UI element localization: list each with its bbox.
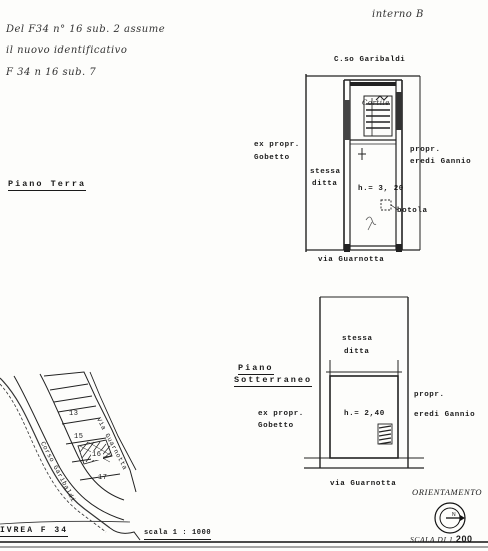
ground-left-owner-2: Gobetto [254,154,290,162]
handwritten-note-line-1: Del F34 n° 16 sub. 2 assume [6,24,166,35]
handwritten-note-line-2: il nuovo identificativo [6,45,128,56]
parcel-15-label: 15 [74,433,84,441]
ground-left-owner-1: ex propr. [254,141,300,149]
basement-street-bottom: via Guarnotta [330,480,397,488]
ground-same-owner-1: stessa [310,168,341,176]
corridor-note: Cortile [362,99,390,107]
ground-right-owner-1: propr. [410,146,441,154]
basement-same-owner-2: ditta [344,348,370,356]
basement-same-owner-1: stessa [342,335,373,343]
handwritten-note-line-3: F 34 n 16 sub. 7 [6,67,97,78]
scale-prefix: SCALA DI 1. [410,535,456,544]
scale-text: SCALA DI 1.200 [410,534,473,544]
parcel-13-label: 13 [69,410,79,418]
botola-label: botola [397,207,428,215]
ground-street-bottom: via Guarnotta [318,256,385,264]
svg-text:N: N [452,512,456,518]
ground-same-owner-2: ditta [312,180,338,188]
basement-title-2: Sotterraneo [234,375,313,387]
basement-right-owner-1: propr. [414,391,445,399]
basement-height: h.= 2,40 [344,410,385,418]
basement-title-1: Piano [238,363,274,375]
parcel-16-label: 16 [91,451,103,460]
map-scale-label: scala 1 : 1000 [144,529,212,540]
ground-street-top: C.so Garibaldi [334,56,406,64]
interno-note: interno B [372,9,424,20]
scale-value: 200 [455,534,473,544]
basement-left-owner-1: ex propr. [258,410,304,418]
basement-right-owner-2: eredi Gannio [414,411,476,419]
orientation-label: ORIENTAMENTO [412,487,483,497]
parcel-17-label: 17 [98,474,108,482]
map-sheet-label: IVREA F 34 [0,526,69,537]
ground-floor-title: Piano Terra [8,179,87,191]
ground-height: h.= 3, 20 [358,185,404,193]
basement-left-owner-2: Gobetto [258,422,294,430]
ground-right-owner-2: eredi Gannio [410,158,472,166]
